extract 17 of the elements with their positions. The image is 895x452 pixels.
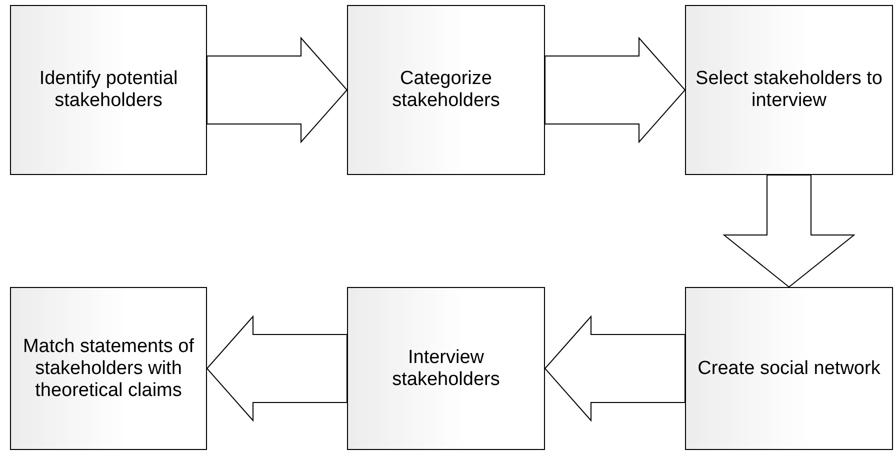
block-arrow	[206, 36, 348, 144]
step-label: Select stakeholders to interview	[694, 68, 884, 112]
step-label: Create social network	[696, 358, 882, 380]
step-label: Interview stakeholders	[391, 346, 501, 390]
process-box	[685, 287, 893, 450]
step-label: Match statements of stakeholders with theoretical claims	[22, 336, 196, 402]
process-box	[347, 287, 545, 450]
block-arrow	[544, 36, 686, 144]
block-arrow	[544, 315, 686, 422]
step-label: Categorize stakeholders	[391, 68, 501, 112]
process-box	[10, 5, 207, 175]
process-box	[10, 287, 207, 450]
block-arrow	[206, 315, 348, 422]
process-box	[347, 5, 545, 175]
block-arrow	[722, 174, 856, 288]
step-label: Identify potential stakeholders	[38, 68, 179, 112]
process-box	[685, 5, 893, 175]
